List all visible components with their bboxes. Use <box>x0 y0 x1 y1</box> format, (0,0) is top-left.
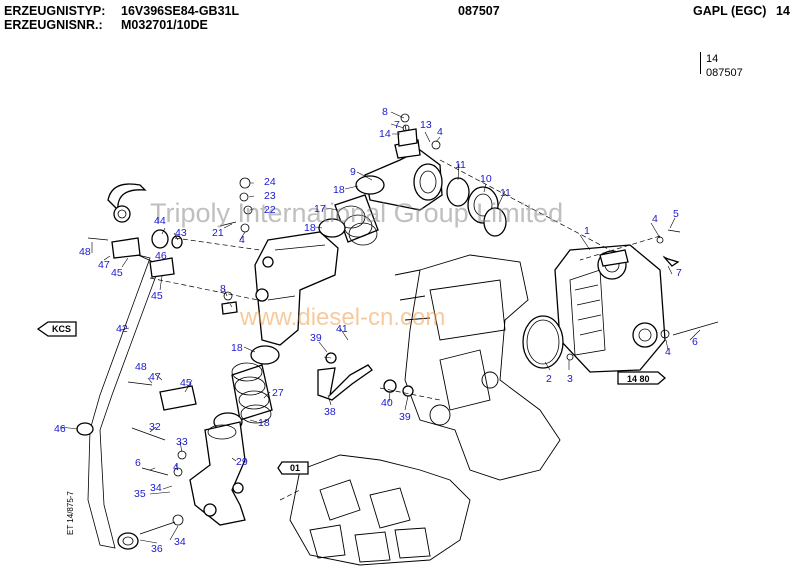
callout-39: 39 <box>310 332 322 344</box>
hose-connector <box>151 229 414 401</box>
callout-21: 21 <box>212 227 224 239</box>
callout-7: 7 <box>394 119 400 131</box>
callout-11: 11 <box>455 159 466 171</box>
pin <box>663 256 680 267</box>
callout-46: 46 <box>155 250 167 262</box>
callout-47: 47 <box>149 371 161 383</box>
callout-35: 35 <box>134 488 146 500</box>
callout-27: 27 <box>272 387 284 399</box>
callout-46: 46 <box>54 423 66 435</box>
callout-45: 45 <box>111 267 123 279</box>
drawing-code: 087507 <box>458 4 500 18</box>
product-type-value: 16V396SE84-GB31L <box>121 4 240 18</box>
o-ring <box>522 315 564 369</box>
callout-10: 10 <box>480 173 492 185</box>
callout-4: 4 <box>437 126 443 138</box>
callout-3: 3 <box>567 373 573 385</box>
callout-29: 29 <box>236 456 248 468</box>
callout-4: 4 <box>652 213 658 225</box>
callout-40: 40 <box>381 397 393 409</box>
callout-23: 23 <box>264 190 276 202</box>
screw-plug <box>221 301 238 315</box>
callout-36: 36 <box>151 543 163 555</box>
group-title: GAPL (EGC) <box>693 4 767 18</box>
ref-01-label: 01 <box>290 463 300 473</box>
callout-44: 44 <box>154 215 166 227</box>
engine-block-background <box>289 254 561 566</box>
callout-38: 38 <box>324 406 336 418</box>
watermark-company: Tripoly International Group Limited <box>150 198 563 228</box>
reference-box-01: 01 <box>277 461 309 475</box>
callout-2: 2 <box>546 373 552 385</box>
clamp-ring <box>250 345 280 365</box>
callout-18: 18 <box>231 342 243 354</box>
upper-elbow <box>364 139 443 211</box>
sub-page-number: 14 <box>706 53 719 65</box>
bypass-pipe <box>76 183 161 550</box>
callout-5: 5 <box>673 208 679 220</box>
callout-41: 41 <box>336 323 348 335</box>
coolant-pipe-main <box>254 231 339 346</box>
thermostat-housing <box>554 244 666 373</box>
callout-8: 8 <box>382 106 388 118</box>
callout-18: 18 <box>258 417 270 429</box>
sub-header-divider <box>700 52 701 74</box>
callout-11: 11 <box>500 187 511 199</box>
clamp-ring <box>318 218 346 238</box>
callout-18: 18 <box>304 222 316 234</box>
kcs-label: KCS <box>52 324 71 334</box>
callout-4: 4 <box>239 234 245 246</box>
callout-24: 24 <box>264 176 276 188</box>
watermark-website: www.diesel-cn.com <box>239 304 445 331</box>
sub-drawing-code: 087507 <box>706 67 743 79</box>
callout-8: 8 <box>220 283 226 295</box>
screw-plug <box>397 128 418 147</box>
sealing-ring <box>483 207 507 237</box>
center-lines <box>149 159 661 501</box>
callout-6: 6 <box>135 457 141 469</box>
leader-lines <box>59 111 701 544</box>
o-ring-inner <box>526 319 560 365</box>
callout-48: 48 <box>79 246 91 258</box>
callout-9: 9 <box>350 166 356 178</box>
vertical-note: ET 14/875-7 <box>66 491 75 535</box>
callout-34: 34 <box>174 536 186 548</box>
lower-elbow <box>189 421 246 526</box>
callout-45: 45 <box>180 377 192 389</box>
callout-6: 6 <box>692 336 698 348</box>
callout-4: 4 <box>173 461 179 473</box>
callout-42: 42 <box>116 323 128 335</box>
product-number-label: ERZEUGNISNR.: <box>4 18 103 32</box>
callout-17: 17 <box>314 203 326 215</box>
callout-33: 33 <box>176 436 188 448</box>
callout-4: 4 <box>665 346 671 358</box>
reference-box-1480: 14 80 <box>617 371 666 385</box>
adapter-flange-bore <box>473 193 493 217</box>
ref-1480-label: 14 80 <box>627 374 650 384</box>
callout-47: 47 <box>98 259 110 271</box>
callout-7: 7 <box>676 267 682 279</box>
callout-13: 13 <box>420 119 432 131</box>
callout-39: 39 <box>399 411 411 423</box>
callout-14: 14 <box>379 128 391 140</box>
kcs-reference-arrow: KCS <box>36 321 77 337</box>
callout-45: 45 <box>151 290 163 302</box>
clip-bracket <box>111 237 197 411</box>
callout-18: 18 <box>333 184 345 196</box>
hose-lower <box>231 362 273 424</box>
callout-32: 32 <box>149 421 161 433</box>
product-type-label: ERZEUGNISTYP: <box>4 4 106 18</box>
callout-48: 48 <box>135 361 147 373</box>
callout-34: 34 <box>150 482 162 494</box>
group-page-number: 14 <box>776 4 790 18</box>
callout-22: 22 <box>264 204 276 216</box>
product-number-value: M032701/10DE <box>121 18 208 32</box>
clamp-ring <box>355 175 385 195</box>
part-callouts: 1 2 3 4 4 4 4 4 5 6 6 7 7 8 8 9 10 11 11… <box>54 106 698 555</box>
callout-1: 1 <box>584 225 590 237</box>
callout-43: 43 <box>175 227 187 239</box>
